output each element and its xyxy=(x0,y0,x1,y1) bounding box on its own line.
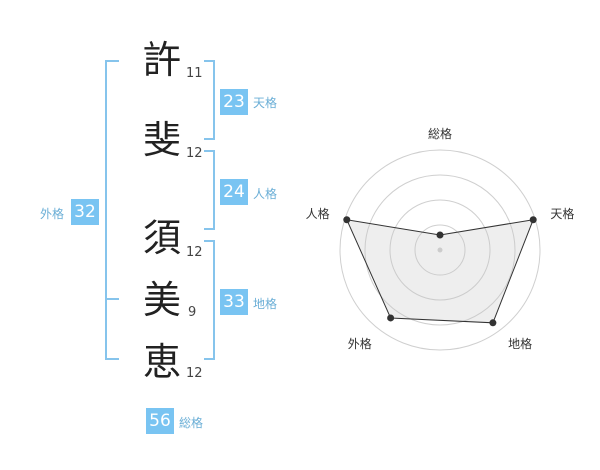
radar-ring-3 xyxy=(364,174,516,326)
radar-axis-label-5: 人格 xyxy=(306,206,330,221)
stroke-count-1: 11 xyxy=(186,66,203,81)
radar-point-4 xyxy=(387,314,395,322)
radar-ring-1 xyxy=(414,224,466,276)
tenkaku-label: 天格 xyxy=(253,96,278,110)
name-char-4: 美 xyxy=(142,278,181,322)
radar-axis-label-3: 地格 xyxy=(508,336,532,351)
stroke-count-3: 12 xyxy=(186,245,203,260)
soukaku-label: 総格 xyxy=(179,416,204,430)
radar-point-5 xyxy=(343,216,351,224)
radar-axis-label-1: 総格 xyxy=(428,126,452,141)
jinkaku-label: 人格 xyxy=(253,187,278,201)
gaikaku-score: 32 xyxy=(71,199,99,225)
name-char-5: 恵 xyxy=(142,340,181,384)
radar-ring-4 xyxy=(339,149,541,351)
radar-point-2 xyxy=(529,216,537,224)
stroke-count-4: 9 xyxy=(188,305,197,320)
radar-axis-label-2: 天格 xyxy=(550,206,574,221)
name-char-3: 須 xyxy=(142,216,181,260)
chikaku-label: 地格 xyxy=(253,297,278,311)
chikaku-score: 33 xyxy=(220,289,248,315)
jinkaku-score: 24 xyxy=(220,179,248,205)
tenkaku-score: 23 xyxy=(220,89,248,115)
name-char-1: 許 xyxy=(142,38,181,82)
soukaku-score: 56 xyxy=(146,408,174,434)
radar-point-3 xyxy=(489,319,497,327)
stroke-count-2: 12 xyxy=(186,146,203,161)
radar-area xyxy=(345,219,534,324)
stroke-count-5: 12 xyxy=(186,366,203,381)
radar-axis-label-4: 外格 xyxy=(348,336,372,351)
radar-center xyxy=(437,247,443,253)
gaikaku-label: 外格 xyxy=(40,207,65,221)
radar-ring-2 xyxy=(389,199,491,301)
radar-point-1 xyxy=(436,231,444,239)
name-char-2: 斐 xyxy=(142,118,181,162)
